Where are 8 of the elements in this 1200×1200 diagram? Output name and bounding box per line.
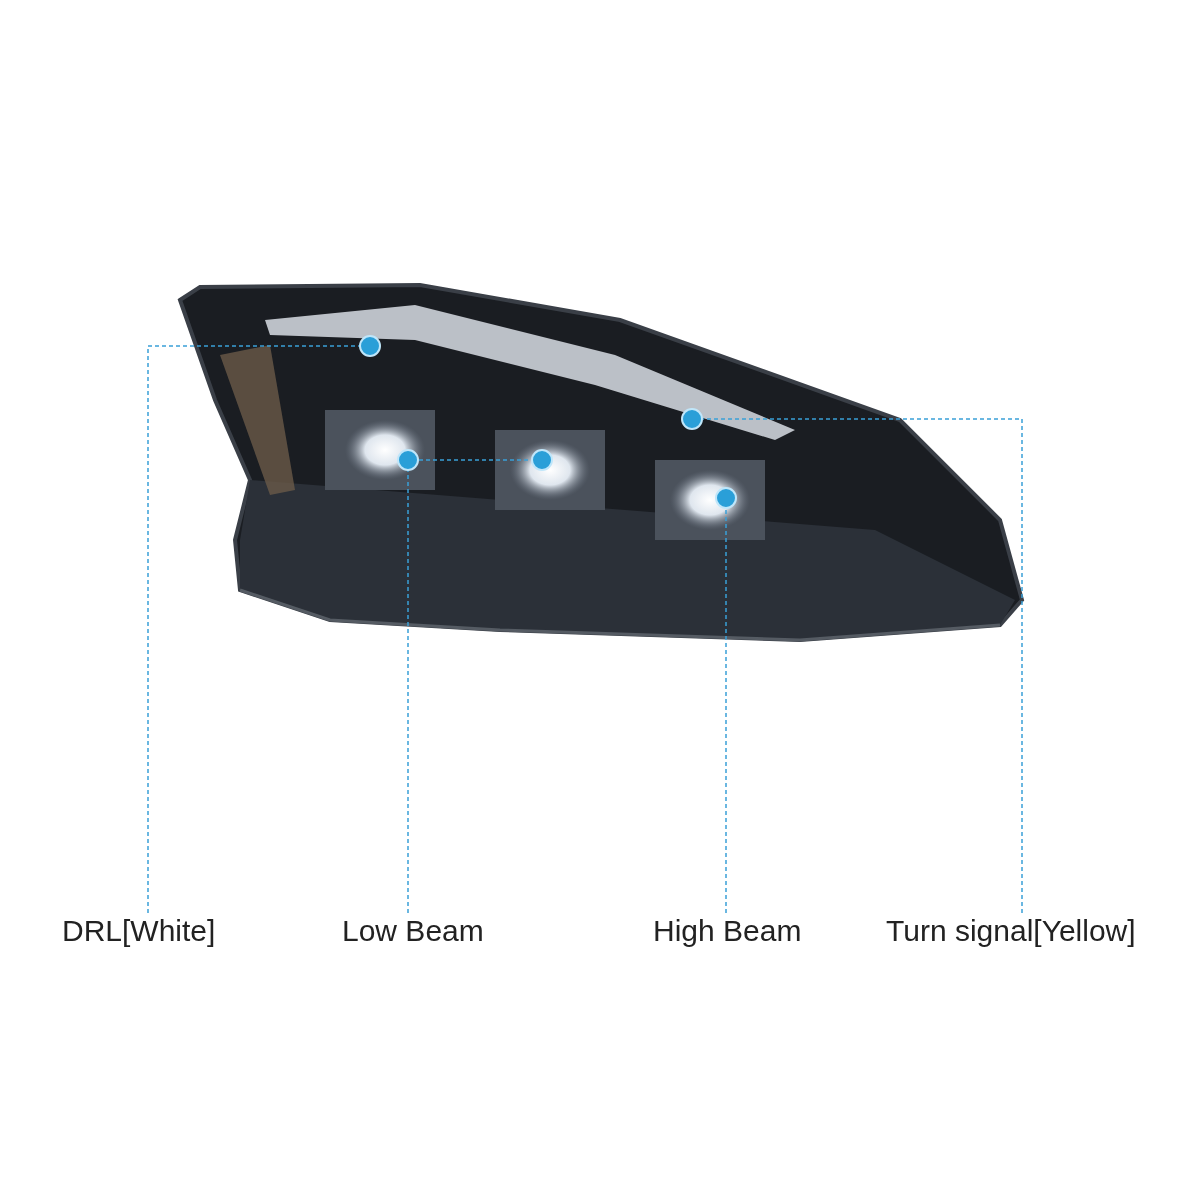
leader-line — [702, 418, 1023, 914]
leader-line — [147, 345, 360, 914]
callout-label: DRL[White] — [62, 913, 216, 949]
callout-label: Low Beam — [342, 913, 484, 949]
leader-line — [407, 470, 409, 914]
callout-label: Turn signal[Yellow] — [886, 913, 1136, 949]
callout-label: High Beam — [653, 913, 802, 949]
leader-line — [725, 508, 727, 914]
